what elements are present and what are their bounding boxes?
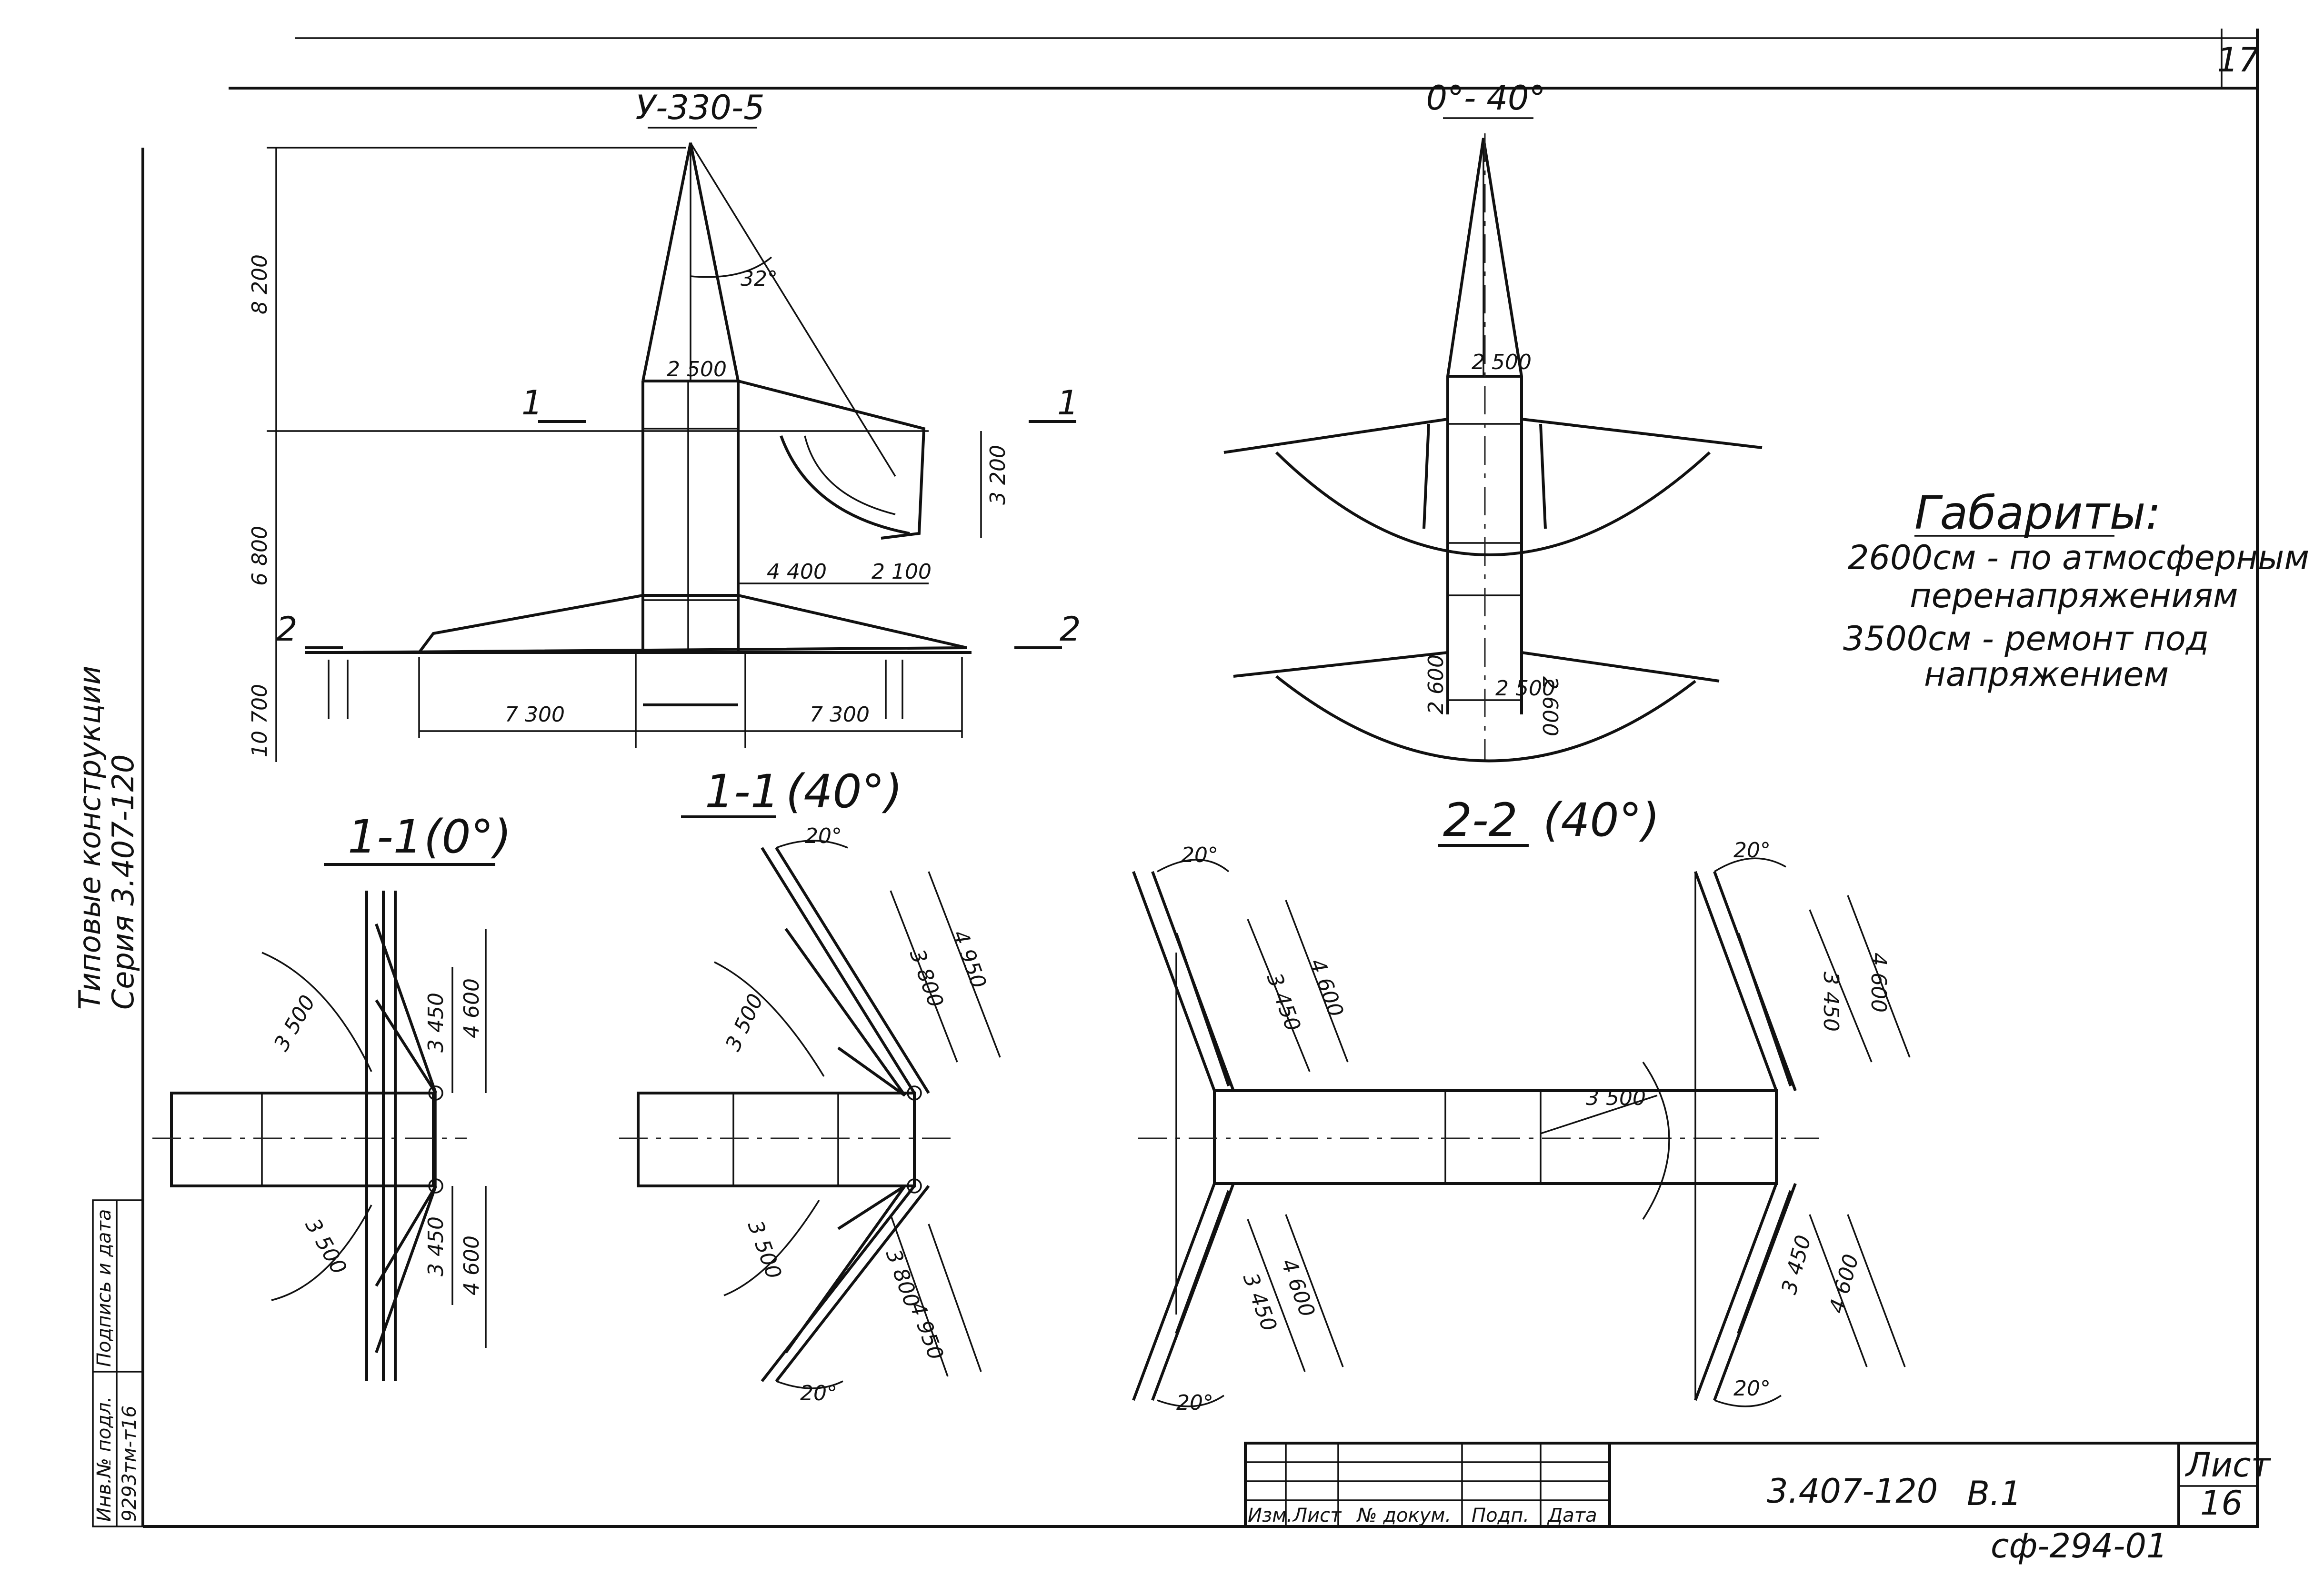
dim-h-mid: 6 800 <box>248 526 272 586</box>
tb-header-sign: Подп. <box>1472 1505 1529 1526</box>
section-1-1-40-title: 1-1 <box>705 765 780 818</box>
dim-2-2-r-center: 3 500 <box>1586 1086 1646 1110</box>
tb-footer-code: сф-294-01 <box>1991 1526 2168 1566</box>
tb-sheet-number: 16 <box>2200 1484 2243 1523</box>
view-title-u330: У-330-5 <box>635 88 764 127</box>
sheet-frame <box>141 29 2259 1528</box>
stamp-sign-label: Подпись и дата <box>93 1209 115 1367</box>
dim-arm-h: 3 200 <box>986 445 1010 505</box>
dim-1-1-40-ang-bottom: 20° <box>800 1381 837 1405</box>
dim-span-a: 4 400 <box>767 560 827 584</box>
dim-right-base: 7 300 <box>810 703 870 727</box>
dim-1-1-0-b-bottom: 4 600 <box>460 1235 484 1295</box>
dim-left-base: 7 300 <box>505 703 565 727</box>
section-mark-1-right: 1 <box>1057 383 1079 422</box>
dim-h-base: 10 700 <box>248 684 272 757</box>
section-mark-2-right: 2 <box>1060 610 1081 649</box>
stamp-inv-label: Инв.№ подл. <box>93 1396 115 1522</box>
dim-2-2-ang-tl: 20° <box>1181 843 1218 867</box>
section-1-1-40: 1-1 (40°) 20° 20° 3 500 3 500 3 800 4 95… <box>619 765 1001 1405</box>
dim-1-1-0-a-top: 3 450 <box>424 993 448 1053</box>
tb-header-list: Лист <box>1292 1505 1342 1526</box>
gabarity-line2: перенапряжениям <box>1910 576 2238 615</box>
dim-1-1-40-a-top: 3 800 <box>905 946 948 1011</box>
dim-2-2-ang-br: 20° <box>1733 1376 1771 1401</box>
gabarity-line3: 3500см - ремонт под <box>1843 619 2209 658</box>
dim-2-2-a-tl: 3 450 <box>1262 970 1305 1034</box>
dim-1-1-0-a-bottom: 3 450 <box>424 1216 448 1276</box>
angle-32: 32° <box>741 267 778 291</box>
tb-doc-part: В.1 <box>1967 1474 2022 1513</box>
gabarity-line1: 2600см - по атмосферным <box>1848 538 2309 577</box>
section-1-1-0-title: 1-1 <box>348 810 422 863</box>
tb-header-doc: № докум. <box>1356 1505 1451 1526</box>
dim-2-2-ang-bl: 20° <box>1176 1391 1213 1415</box>
page-number: 17 <box>2217 40 2259 80</box>
gabarity-line4: напряжением <box>1924 655 2169 694</box>
dim-2-2-b-br: 4 600 <box>1824 1252 1863 1316</box>
dim-1-1-40-r-top: 3 500 <box>721 990 768 1055</box>
tb-doc-code: 3.407-120 <box>1767 1472 1938 1511</box>
dim-2-2-a-tr: 3 450 <box>1819 972 1843 1032</box>
tb-sheet-label: Лист <box>2184 1445 2272 1485</box>
view-tower-front: 0°- 40° 2 500 2 600 2 500 2 600 <box>1223 79 1763 763</box>
dim-1-1-0-r-top: 3 500 <box>269 991 320 1055</box>
dim-front-d2: 2 500 <box>1495 676 1555 701</box>
dim-front-d3: 2 600 <box>1538 676 1562 736</box>
section-1-1-0: 1-1 (0°) 3 500 3 500 3 450 4 600 3 450 4… <box>152 810 511 1381</box>
dim-1-1-40-b-top: 4 950 <box>948 927 991 992</box>
series-side-code: Серия 3.407-120 <box>106 754 140 1010</box>
dim-1-1-40-ang-top: 20° <box>805 824 842 848</box>
dim-2-2-ang-tr: 20° <box>1733 838 1771 863</box>
section-2-2-40-title: 2-2 <box>1443 793 1518 847</box>
tb-header-izm: Изм. <box>1248 1505 1292 1526</box>
left-stamp: Инв.№ подл. 9293тм-т16 Подпись и дата <box>92 1199 144 1527</box>
tb-header-date: Дата <box>1547 1505 1597 1526</box>
dim-2-2-b-tr: 4 600 <box>1866 953 1891 1013</box>
dim-front-d1: 2 600 <box>1424 654 1448 714</box>
dim-width-top: 2 500 <box>667 357 727 381</box>
dim-1-1-0-r-bottom: 3 500 <box>300 1215 351 1279</box>
dim-h-top: 8 200 <box>248 254 272 314</box>
section-mark-1-left: 1 <box>521 383 543 422</box>
dim-1-1-40-a-bottom: 3 800 <box>881 1246 924 1311</box>
stamp-inv-value: 9293тм-т16 <box>119 1405 140 1522</box>
section-2-2-40-angle: (40°) <box>1543 793 1660 847</box>
dim-1-1-40-r-bottom: 3 500 <box>743 1217 786 1282</box>
gabarity-title: Габариты: <box>1914 486 2161 540</box>
dim-1-1-0-b-top: 4 600 <box>460 978 484 1038</box>
title-block: Изм. Лист № докум. Подп. Дата 3.407-120 … <box>1244 1442 2272 1566</box>
dim-2-2-a-bl: 3 450 <box>1238 1270 1282 1335</box>
view-title-0-40: 0°- 40° <box>1426 79 1545 118</box>
section-1-1-0-angle: (0°) <box>424 810 511 863</box>
dim-front-width: 2 500 <box>1472 350 1532 374</box>
section-2-2-40: 2-2 (40°) 20° 20° 3 450 4 600 3 450 4 60… <box>1132 793 1911 1415</box>
series-side-title: Типовые конструкции <box>72 666 107 1010</box>
dim-2-2-b-tl: 4 600 <box>1305 955 1348 1020</box>
side-series-block: Типовые конструкции Серия 3.407-120 <box>72 666 140 1010</box>
dim-2-2-a-br: 3 450 <box>1777 1233 1816 1297</box>
dim-1-1-40-b-bottom: 4 950 <box>905 1298 948 1363</box>
gabarity-note: Габариты: 2600см - по атмосферным перена… <box>1843 486 2309 694</box>
section-mark-2-left: 2 <box>276 610 298 649</box>
section-1-1-40-angle: (40°) <box>786 765 902 818</box>
view-tower-side: У-330-5 32° 8 200 6 800 <box>248 88 1081 762</box>
dim-span-b: 2 100 <box>872 560 932 584</box>
